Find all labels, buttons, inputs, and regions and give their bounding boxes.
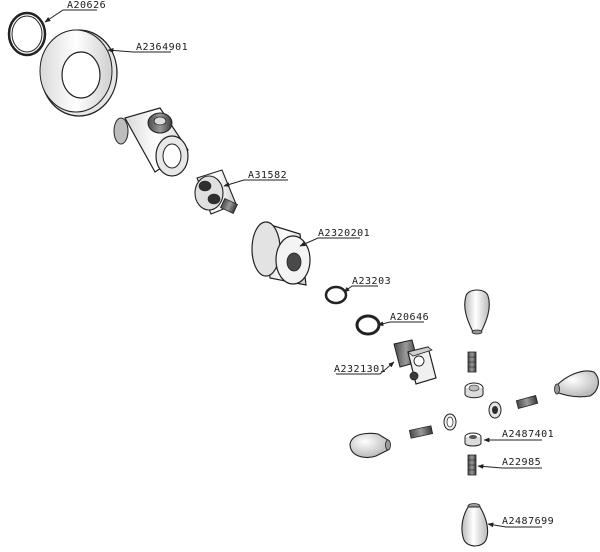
cartridge-part [194, 169, 238, 215]
escutcheon-part [39, 29, 118, 117]
knob-top-part [464, 289, 490, 335]
valve-body-part [113, 107, 189, 177]
leader-oring-large [44, 9, 97, 23]
nut-left-part [443, 413, 457, 431]
set-screw-top-part [467, 351, 477, 373]
elbow-part [393, 339, 437, 385]
label-sleeve: A2320201 [318, 228, 370, 239]
leader-knob-bottom [487, 522, 542, 528]
washer-2-part [355, 314, 381, 336]
label-escutcheon: A2364901 [136, 42, 188, 53]
leader-set-screw-bottom [477, 464, 542, 469]
label-washer-2: A20646 [390, 312, 429, 323]
knob-left-part [349, 432, 391, 459]
label-nut-bottom: A2487401 [502, 429, 554, 440]
knob-bottom-part [461, 503, 489, 547]
nut-center-part [464, 382, 484, 399]
nut-bottom-part [464, 432, 482, 447]
set-screw-right-part [515, 395, 539, 409]
leader-washer-2 [377, 321, 424, 327]
label-washer-1: A23203 [352, 276, 391, 287]
set-screw-left-part [408, 425, 434, 439]
label-cartridge: A31582 [248, 170, 287, 181]
leader-cartridge [223, 179, 288, 187]
label-knob-bottom: A2487699 [502, 516, 554, 527]
label-elbow: A2321301 [334, 364, 386, 375]
leader-sleeve [299, 237, 360, 247]
leader-escutcheon [107, 48, 171, 53]
leader-lines [44, 9, 542, 528]
oring-large-part [7, 11, 47, 57]
washer-1-part [324, 285, 348, 305]
leader-washer-1 [343, 285, 378, 293]
set-screw-bottom-part [467, 454, 477, 476]
sleeve-part [251, 221, 311, 286]
nut-right-part [488, 401, 502, 419]
label-set-screw-bottom: A22985 [502, 457, 541, 468]
label-oring-large: A20626 [67, 0, 106, 11]
knob-right-part [554, 370, 599, 398]
leader-elbow [336, 361, 395, 375]
